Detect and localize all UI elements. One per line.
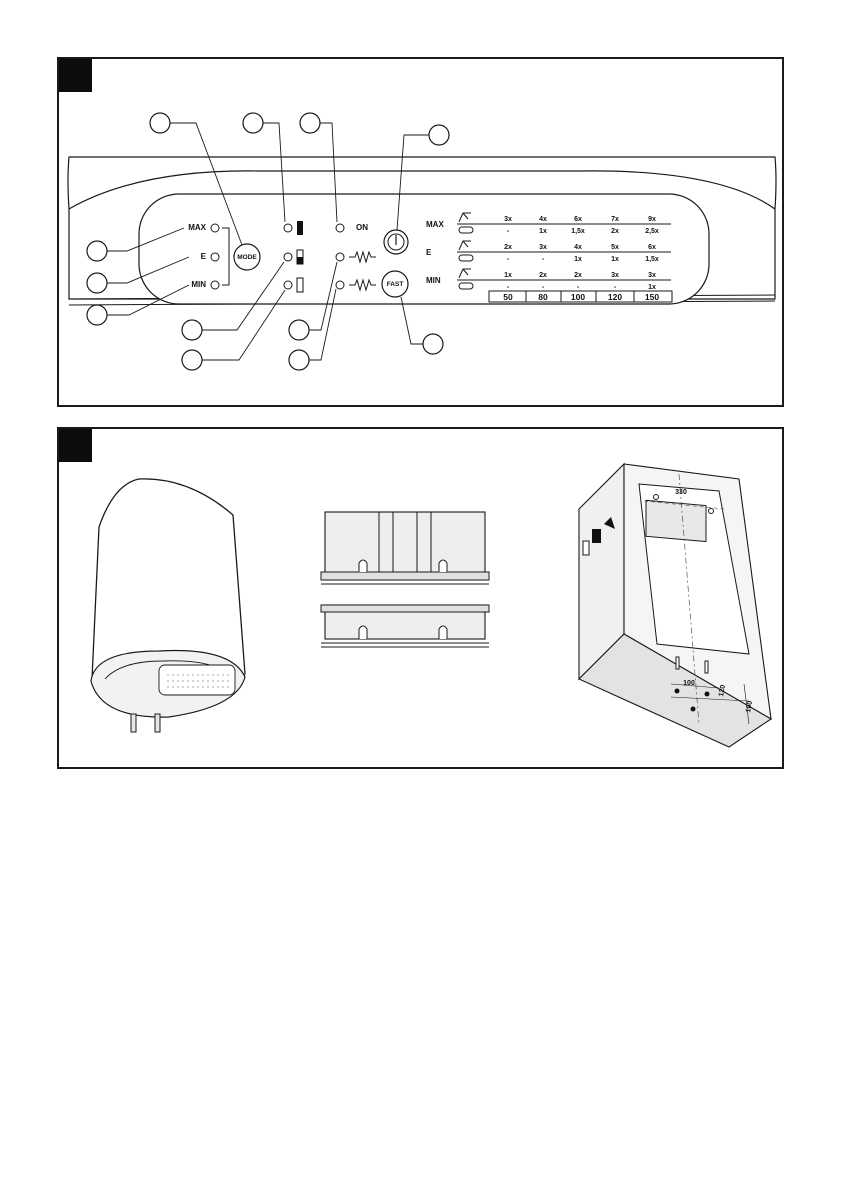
figure-1-control-panel: MAX E MIN MODE ON FAST MAX E (57, 57, 784, 407)
heating-element-icon (349, 250, 376, 264)
table-cell: 1x (611, 256, 619, 263)
table-cell: - (614, 284, 617, 291)
led-on (335, 223, 345, 233)
led-heating-1 (335, 252, 345, 262)
table-cell: 1,5x (571, 228, 585, 235)
wall-mounting-template: 330 100 120 100 (578, 462, 773, 748)
table-label-min: MIN (426, 276, 441, 285)
water-pipe (154, 713, 161, 733)
callout-markers (86, 112, 450, 371)
figure-2-corner-marker (59, 429, 92, 462)
tank-empty-icon (296, 277, 304, 293)
capacity-label: 120 (608, 292, 622, 302)
dimension-label: 120 (718, 684, 727, 697)
control-panel-drawing: MAX E MIN MODE ON FAST MAX E (67, 112, 777, 371)
mounting-bracket-lower (320, 604, 490, 648)
dimension-label: 100 (683, 680, 695, 687)
dimension-label: 100 (745, 700, 754, 713)
table-cell: 3x (539, 244, 547, 251)
water-heater-unit (90, 478, 246, 733)
led-max (210, 223, 220, 233)
fast-button[interactable] (381, 270, 409, 298)
table-cell: - (542, 256, 545, 263)
table-cell: 9x (648, 216, 656, 223)
led-min (210, 280, 220, 290)
table-cell: 2x (539, 272, 547, 279)
heating-element-icon-2 (349, 278, 376, 292)
led-e (210, 252, 220, 262)
level-label-max: MAX (188, 223, 206, 232)
figure-1-corner-marker (59, 59, 92, 92)
leader-lines (107, 122, 429, 361)
table-cell: 1x (648, 284, 656, 291)
led-tank-full (283, 223, 293, 233)
table-cell: 1x (574, 256, 582, 263)
level-label-min: MIN (191, 280, 206, 289)
capacity-label: 80 (538, 292, 548, 302)
table-cell: 2x (504, 244, 512, 251)
table-cell: 2,5x (645, 228, 659, 235)
on-label: ON (356, 223, 368, 232)
level-label-e: E (201, 252, 207, 261)
table-cell: - (507, 256, 510, 263)
table-cell: - (507, 284, 510, 291)
led-heating-2 (335, 280, 345, 290)
water-pipe (130, 713, 137, 733)
table-label-max: MAX (426, 220, 444, 229)
warning-icon (582, 517, 615, 556)
shower-icon (458, 212, 471, 279)
table-cell: 6x (648, 244, 656, 251)
bath-icon (458, 226, 474, 290)
table-cell: - (507, 228, 510, 235)
table-cell: 3x (648, 272, 656, 279)
mode-button-label: MODE (237, 254, 257, 261)
table-cell: 1,5x (645, 256, 659, 263)
capacity-row (488, 290, 673, 303)
table-cell: 2x (574, 272, 582, 279)
table-cell: - (577, 284, 580, 291)
led-tank-half (283, 252, 293, 262)
table-cell: 3x (504, 216, 512, 223)
tank-full-icon (297, 221, 303, 235)
power-icon (387, 233, 405, 251)
figure-2-installation: 330 100 120 100 (57, 427, 784, 769)
table-cell: 4x (539, 216, 547, 223)
table-cell: 2x (611, 228, 619, 235)
capacity-label: 150 (645, 292, 659, 302)
table-cell: 5x (611, 244, 619, 251)
table-cell: - (542, 284, 545, 291)
table-cell: 4x (574, 244, 582, 251)
table-cell: 1x (504, 272, 512, 279)
mounting-bracket-upper (320, 511, 490, 585)
installation-drawing: 330 100 120 100 (90, 462, 773, 748)
table-cell: 6x (574, 216, 582, 223)
mini-control-panel (158, 664, 236, 696)
table-cell: 3x (611, 272, 619, 279)
fast-button-label: FAST (387, 281, 404, 288)
capacity-label: 50 (503, 292, 513, 302)
mode-button[interactable] (233, 243, 261, 271)
dimension-label: 330 (675, 489, 687, 496)
led-tank-empty (283, 280, 293, 290)
capacity-label: 100 (571, 292, 585, 302)
table-cell: 1x (539, 228, 547, 235)
table-label-e: E (426, 248, 432, 257)
table-cell: 7x (611, 216, 619, 223)
